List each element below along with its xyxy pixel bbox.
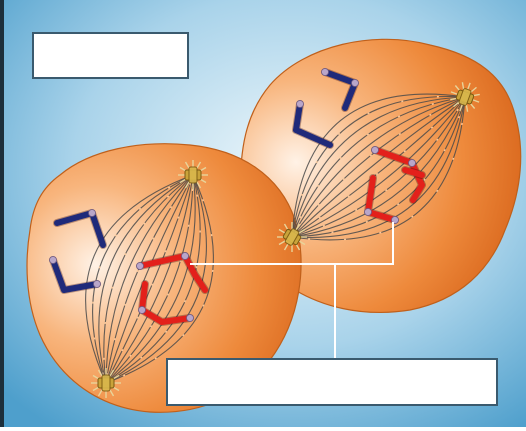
label-box-bottom-text: [168, 360, 496, 372]
centromere: [139, 307, 146, 314]
centromere: [297, 101, 304, 108]
centromere: [409, 160, 416, 167]
chromosome-icon: [405, 170, 422, 175]
centriole: [189, 167, 197, 183]
centriole: [102, 375, 110, 391]
centromere: [352, 80, 359, 87]
centromere: [372, 147, 379, 154]
frame-left-edge: [0, 0, 4, 427]
label-box-bottom: [166, 358, 498, 406]
label-box-top-text: [34, 34, 187, 46]
centromere: [94, 281, 101, 288]
centromere: [50, 257, 57, 264]
centromere: [322, 69, 329, 76]
centromere: [182, 253, 189, 260]
centromere: [137, 263, 144, 270]
centromere: [365, 209, 372, 216]
centromere: [89, 210, 96, 217]
label-box-top: [32, 32, 189, 79]
centromere: [187, 315, 194, 322]
